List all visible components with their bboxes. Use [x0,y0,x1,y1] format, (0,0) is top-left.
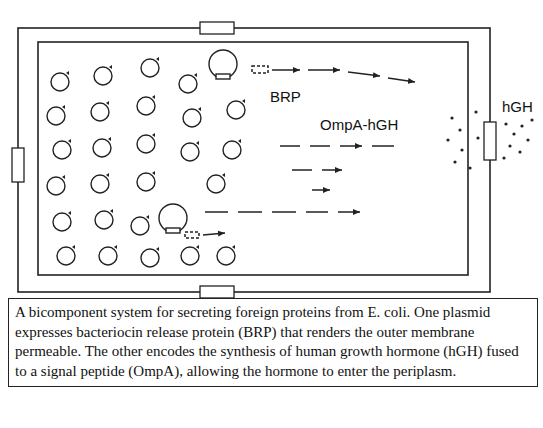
figure-caption: A bicomponent system for secreting forei… [8,298,538,387]
plasmid [95,211,113,229]
plasmid [217,247,235,265]
plasmid [227,101,245,119]
plasmid [223,141,241,159]
expression-plasmid [159,50,237,233]
plasmid [179,75,197,93]
plasmid [51,73,69,91]
plasmid [47,177,65,195]
plasmid [53,213,71,231]
plasmid [47,107,65,125]
plasmid [137,173,155,191]
plasmid [131,217,149,235]
membrane-pore [12,22,496,298]
protein-arrow [185,66,415,238]
plasmid [93,139,111,157]
protein-label: OmpA-hGH [318,116,400,133]
plasmid [94,67,112,85]
plasmid [141,59,159,77]
plasmid [99,247,117,265]
plasmid [91,175,109,193]
protein-label: BRP [268,88,303,105]
plasmid [53,141,71,159]
plasmid [57,247,75,265]
plasmid [141,249,159,267]
plasmid [91,103,109,121]
protein-label: hGH [500,98,535,115]
plasmid [183,109,201,127]
plasmid [181,143,199,161]
plasmid [47,57,245,267]
plasmid [207,175,225,193]
hgh-molecules [446,110,533,169]
inner-membrane [38,42,468,275]
plasmid [181,247,199,265]
outer-membrane [18,28,490,292]
plasmid [137,97,155,115]
plasmid [137,135,155,153]
